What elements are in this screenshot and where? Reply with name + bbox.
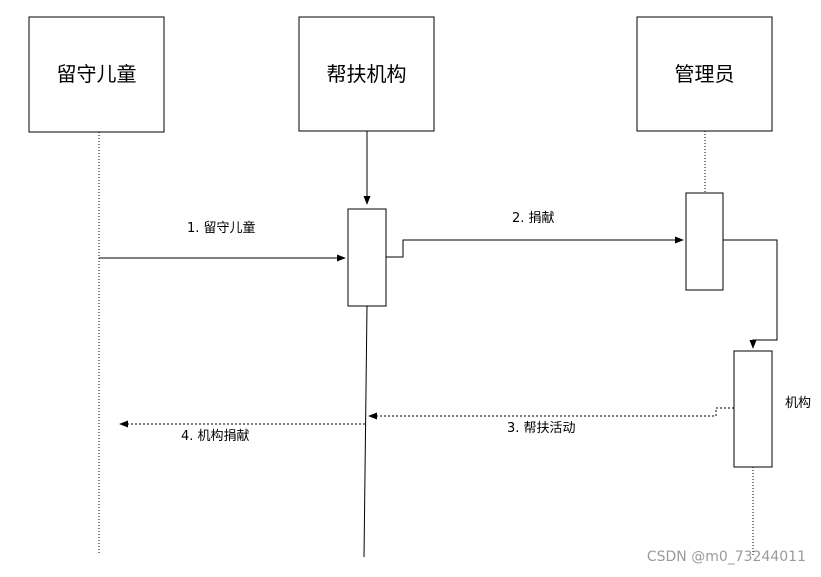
message-2-arrow bbox=[386, 236, 684, 258]
lifeline-org-bottom bbox=[363, 305, 368, 558]
participant-org-box bbox=[298, 16, 435, 132]
participant-admin-label: 管理员 bbox=[675, 62, 735, 86]
activation-org2 bbox=[733, 350, 773, 468]
participant-admin: 管理员 bbox=[636, 16, 773, 132]
participant-child: 留守儿童 bbox=[28, 16, 165, 133]
activation-admin bbox=[685, 192, 724, 291]
participant-org: 帮扶机构 bbox=[298, 16, 435, 132]
participant-admin-box bbox=[636, 16, 773, 132]
participant-child-label: 留守儿童 bbox=[57, 62, 137, 86]
activation-org bbox=[347, 208, 387, 307]
message-1-label: 1. 留守儿童 bbox=[187, 220, 256, 236]
org2-side-label: 机构 bbox=[785, 396, 811, 411]
participant-org-label: 帮扶机构 bbox=[327, 62, 407, 86]
message-2-label: 2. 捐献 bbox=[512, 211, 555, 226]
message-3-label: 3. 帮扶活动 bbox=[507, 421, 576, 436]
watermark-text: CSDN @m0_73244011 bbox=[647, 549, 806, 565]
participant-child-box bbox=[28, 16, 165, 133]
connector-admin-to-org2 bbox=[723, 239, 778, 349]
message-4-label: 4. 机构捐献 bbox=[181, 429, 250, 444]
message-3-arrow bbox=[368, 407, 734, 420]
